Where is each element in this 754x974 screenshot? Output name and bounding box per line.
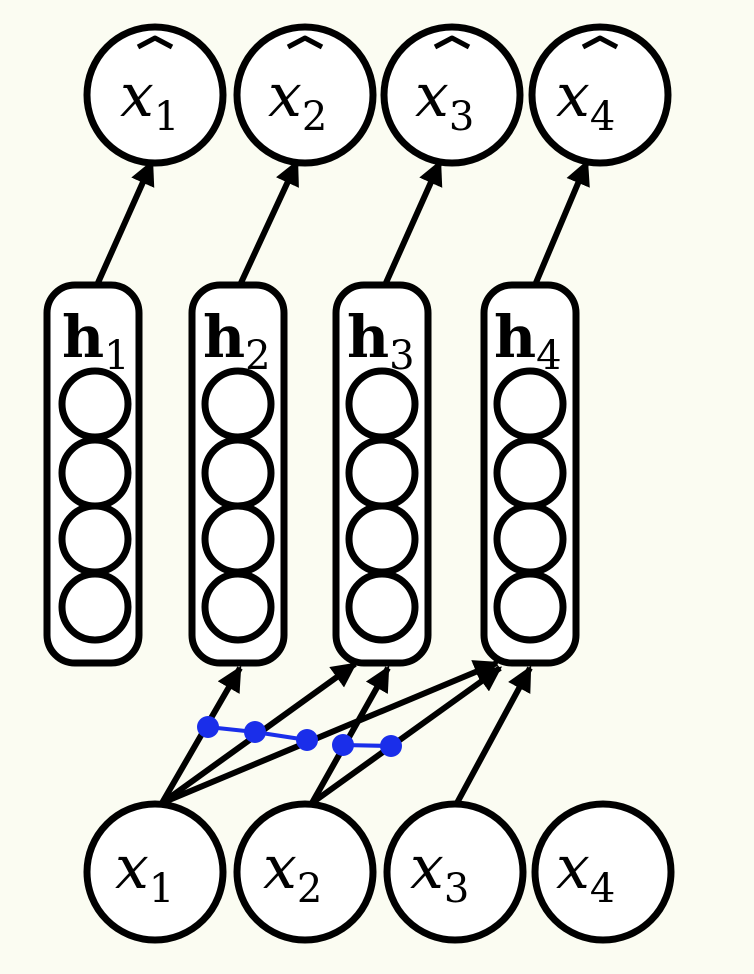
hidden-unit [493,570,567,644]
hat-mark [433,35,471,50]
mask-markers [197,716,402,757]
input-node-2: x2 [233,800,377,944]
mask-dot [296,729,318,751]
hidden-unit [201,570,275,644]
hidden-vector-1: h1 [43,281,143,667]
mask-dot [197,716,219,738]
hidden-unit [345,367,419,441]
input-node-3: x3 [383,800,527,944]
hat-mark [581,35,619,50]
output-node-3: x3 [380,23,524,167]
hidden-vector-3: h3 [332,281,432,667]
arrow-h2-to-x2hat [237,159,300,287]
hidden-unit [345,502,419,576]
output-label: x2 [268,61,327,140]
output-label: x4 [556,61,615,140]
hidden-unit [201,502,275,576]
arrow-x3-to-h4 [454,665,533,805]
input-node-1: x1 [83,800,227,944]
mask-dot [244,721,266,743]
input-label: x2 [263,833,322,912]
output-node-1: x1 [83,23,227,167]
input-node-4: x4 [531,800,675,944]
hidden-unit [201,367,275,441]
output-node-2: x2 [233,23,377,167]
input-label: x1 [115,833,174,912]
input-layer: x1 x2 x3 x4 [83,800,675,944]
output-label: x3 [415,61,474,140]
hidden-unit [345,570,419,644]
hidden-unit [58,367,132,441]
mask-dot [380,735,402,757]
output-node-4: x4 [528,23,672,167]
hidden-unit [345,436,419,510]
hidden-label: h1 [62,303,130,379]
input-to-hidden-connections [159,660,533,806]
hidden-unit [58,570,132,644]
hidden-unit [58,436,132,510]
hidden-vector-4: h4 [480,281,580,667]
output-layer: x1 x2 x3 x4 [83,23,672,167]
hidden-label: h3 [347,303,415,379]
arrow-h3-to-x3hat [382,159,443,287]
hat-mark [286,35,324,50]
hidden-unit [493,502,567,576]
hidden-unit [493,436,567,510]
arrow-x2-to-h4 [310,665,503,806]
hidden-vector-2: h2 [188,281,288,667]
mask-dot [332,734,354,756]
hidden-unit [493,367,567,441]
arrow-h4-to-x4hat [532,159,590,287]
hidden-unit [58,502,132,576]
arrow-x2-to-h3 [309,665,391,805]
hidden-to-output-connections [94,159,590,287]
arrow-x1-to-h2 [159,665,243,805]
output-label: x1 [120,61,179,140]
arrow-x1-to-h4 [160,660,500,806]
hat-mark [136,35,174,50]
hidden-unit [201,436,275,510]
arrow-h1-to-x1hat [94,159,155,287]
input-label: x3 [410,833,469,912]
hidden-layer: h1 h2 h3 h4 [43,281,580,667]
input-label: x4 [556,833,615,912]
